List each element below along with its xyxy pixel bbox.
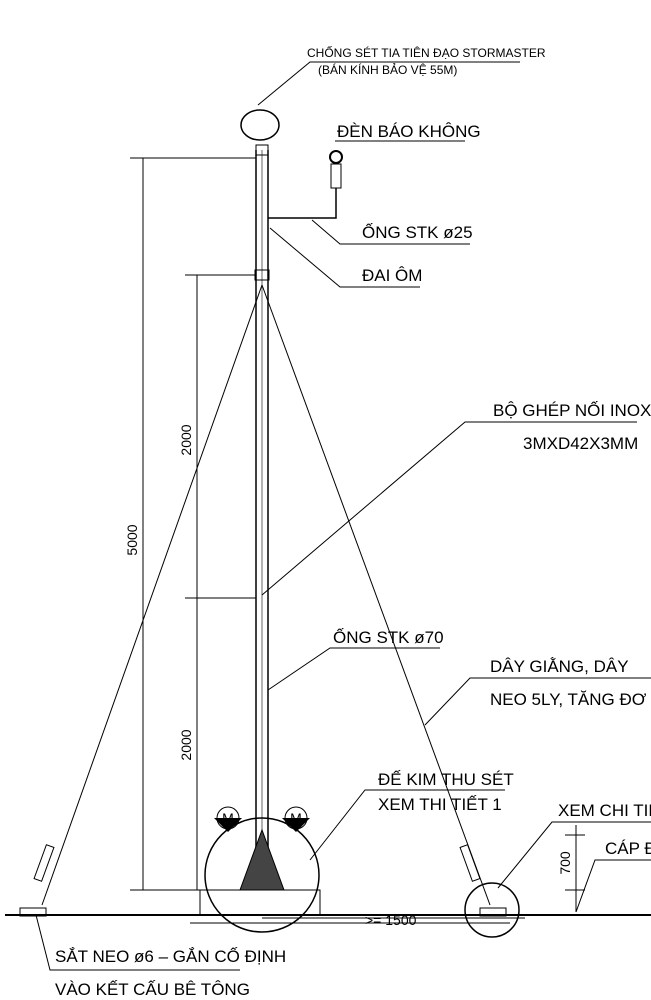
label-coupler: BỘ GHÉP NỐI INOX (493, 400, 651, 420)
label-anchor-2: VÀO KẾT CẤU BÊ TÔNG (55, 980, 250, 999)
dimension-5000: 5000 (124, 157, 256, 891)
detail-marker-left: M (214, 806, 242, 832)
label-clamp: ĐAI ÔM (362, 266, 422, 285)
svg-text:>= 1500: >= 1500 (365, 912, 417, 928)
label-small-pipe: ỐNG STK ø25 (362, 222, 473, 242)
label-air-terminal: CHỐNG SÉT TIA TIÊN ĐẠO STORMASTER (307, 45, 546, 60)
label-base-ref: XEM THI TIẾT 1 (378, 795, 502, 814)
label-air-terminal-radius: (BÁN KÍNH BẢO VỆ 55M) (318, 62, 457, 77)
concrete-footing (199, 889, 321, 916)
obstruction-light-icon (268, 150, 343, 219)
label-guy-wire: DÂY GIẰNG, DÂY (490, 657, 629, 676)
guy-wire-left (41, 284, 263, 906)
turnbuckle-left (33, 844, 55, 882)
left-anchor (19, 907, 47, 917)
base-detail-circle (204, 817, 320, 933)
svg-text:M: M (222, 810, 234, 826)
label-coupler-spec: 3MXD42X3MM (523, 434, 638, 453)
label-anchor: SẮT NEO ø6 – GẮN CỐ ĐỊNH (55, 946, 286, 966)
detail-marker-right: M (282, 806, 310, 832)
anchor-detail-circle (464, 882, 520, 938)
svg-text:700: 700 (557, 851, 573, 875)
dimension-1500: >= 1500 (262, 912, 525, 928)
mast-pole (254, 144, 270, 890)
svg-text:2000: 2000 (178, 729, 194, 760)
dimension-2000-upper: 2000 2000 (178, 274, 256, 890)
right-anchor (479, 907, 507, 917)
label-guy-wire-2: NEO 5LY, TĂNG ĐƠ (490, 690, 647, 709)
label-see-detail: XEM CHI TIẾ (558, 801, 651, 820)
turnbuckle-right (459, 844, 481, 882)
guy-wire-right (261, 284, 491, 906)
label-base: ĐẾ KIM THU SÉT (378, 770, 514, 789)
label-main-pipe: ỐNG STK ø70 (333, 627, 444, 647)
label-obstruction-light: ĐÈN BÁO KHÔNG (337, 122, 481, 141)
dimension-700: 700 (557, 825, 585, 912)
label-cable: CÁP Đ (605, 839, 651, 858)
svg-text:2000: 2000 (178, 424, 194, 455)
svg-text:5000: 5000 (124, 524, 140, 555)
mast-base (239, 828, 285, 891)
svg-text:M: M (290, 810, 302, 826)
air-terminal-icon (240, 109, 280, 141)
